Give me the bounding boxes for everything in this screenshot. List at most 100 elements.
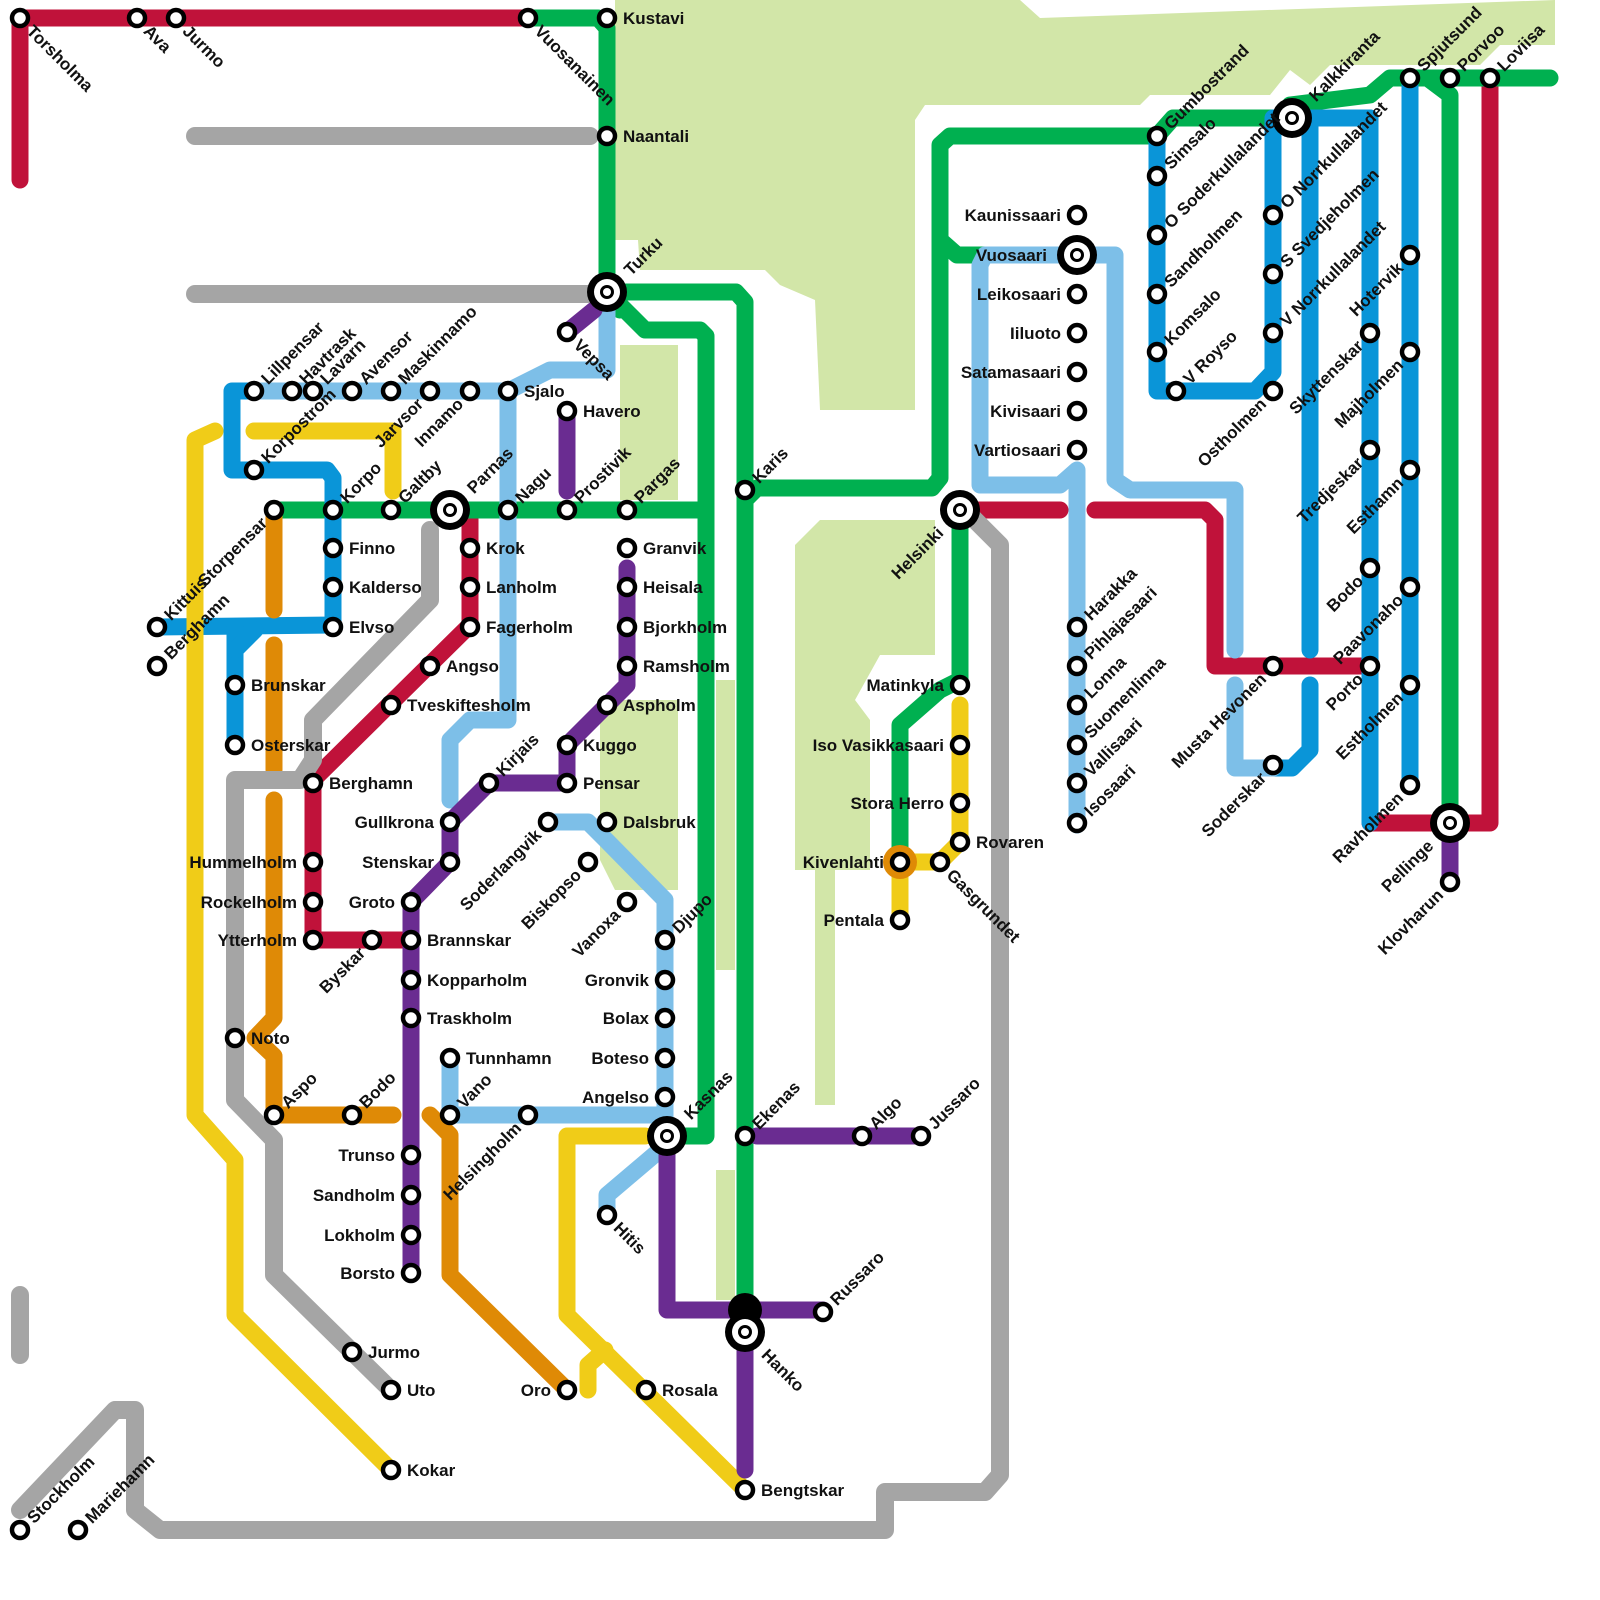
station-stop[interactable] — [952, 795, 968, 811]
station-stop[interactable] — [344, 1344, 360, 1360]
station-stop[interactable] — [442, 1050, 458, 1066]
station-stop[interactable] — [657, 932, 673, 948]
station-stop[interactable] — [1265, 383, 1281, 399]
station-stop[interactable] — [619, 579, 635, 595]
station-stop[interactable] — [1402, 70, 1418, 86]
station-stop[interactable] — [462, 579, 478, 595]
station-stop[interactable] — [657, 972, 673, 988]
station-stop[interactable] — [227, 1030, 243, 1046]
station-stop[interactable] — [1402, 462, 1418, 478]
station-stop[interactable] — [1149, 128, 1165, 144]
station-stop[interactable] — [500, 502, 516, 518]
station-stop[interactable] — [1149, 227, 1165, 243]
station-stop[interactable] — [227, 677, 243, 693]
station-stop[interactable] — [227, 737, 243, 753]
station-stop[interactable] — [1069, 364, 1085, 380]
station-stop[interactable] — [325, 579, 341, 595]
station-stop[interactable] — [559, 502, 575, 518]
station-stop[interactable] — [500, 383, 516, 399]
station-stop[interactable] — [520, 1107, 536, 1123]
station-stop[interactable] — [1069, 325, 1085, 341]
station-stop[interactable] — [149, 658, 165, 674]
station-stop[interactable] — [422, 658, 438, 674]
station-stop[interactable] — [1265, 757, 1281, 773]
station-stop[interactable] — [1069, 286, 1085, 302]
station-stop[interactable] — [383, 383, 399, 399]
station-stop[interactable] — [403, 1187, 419, 1203]
station-stop[interactable] — [305, 894, 321, 910]
station-stop[interactable] — [284, 383, 300, 399]
station-stop[interactable] — [952, 677, 968, 693]
station-stop[interactable] — [559, 737, 575, 753]
station-stop[interactable] — [1402, 579, 1418, 595]
station-stop[interactable] — [599, 1207, 615, 1223]
station-stop[interactable] — [1069, 619, 1085, 635]
station-stop[interactable] — [442, 1107, 458, 1123]
station-stop[interactable] — [892, 912, 908, 928]
station-stop[interactable] — [559, 403, 575, 419]
station-stop[interactable] — [599, 10, 615, 26]
station-stop[interactable] — [383, 1462, 399, 1478]
station-stop[interactable] — [403, 972, 419, 988]
station-stop[interactable] — [305, 854, 321, 870]
station-stop[interactable] — [246, 383, 262, 399]
station-stop[interactable] — [1069, 403, 1085, 419]
station-stop[interactable] — [619, 502, 635, 518]
station-stop[interactable] — [638, 1382, 654, 1398]
station-stop[interactable] — [344, 1107, 360, 1123]
station-stop[interactable] — [1362, 560, 1378, 576]
station-stop[interactable] — [1442, 70, 1458, 86]
station-stop[interactable] — [1168, 383, 1184, 399]
station-stop[interactable] — [246, 462, 262, 478]
station-stop[interactable] — [1402, 344, 1418, 360]
station-stop[interactable] — [12, 1522, 28, 1538]
station-stop[interactable] — [403, 1147, 419, 1163]
station-stop[interactable] — [1265, 658, 1281, 674]
station-stop[interactable] — [619, 658, 635, 674]
station-stop[interactable] — [129, 10, 145, 26]
station-stop[interactable] — [1265, 266, 1281, 282]
station-stop[interactable] — [1482, 70, 1498, 86]
station-stop[interactable] — [1069, 207, 1085, 223]
station-stop[interactable] — [1402, 677, 1418, 693]
station-stop[interactable] — [737, 1482, 753, 1498]
station-stop[interactable] — [1362, 442, 1378, 458]
station-stop[interactable] — [1265, 325, 1281, 341]
station-stop[interactable] — [599, 814, 615, 830]
station-stop[interactable] — [70, 1522, 86, 1538]
station-stop[interactable] — [422, 383, 438, 399]
station-stop[interactable] — [1442, 874, 1458, 890]
station-stop[interactable] — [1149, 168, 1165, 184]
station-stop[interactable] — [1149, 344, 1165, 360]
station-stop[interactable] — [305, 932, 321, 948]
station-stop[interactable] — [149, 619, 165, 635]
station-stop[interactable] — [383, 697, 399, 713]
station-stop[interactable] — [737, 1128, 753, 1144]
station-stop[interactable] — [559, 775, 575, 791]
station-stop[interactable] — [403, 1227, 419, 1243]
station-stop[interactable] — [657, 1050, 673, 1066]
station-stop[interactable] — [403, 1265, 419, 1281]
station-stop[interactable] — [657, 1089, 673, 1105]
station-stop[interactable] — [520, 10, 536, 26]
station-stop[interactable] — [619, 894, 635, 910]
station-stop[interactable] — [325, 619, 341, 635]
station-stop[interactable] — [266, 1107, 282, 1123]
station-stop[interactable] — [462, 619, 478, 635]
station-stop[interactable] — [1149, 286, 1165, 302]
station-stop[interactable] — [1069, 697, 1085, 713]
station-stop[interactable] — [383, 1382, 399, 1398]
station-stop[interactable] — [913, 1128, 929, 1144]
station-stop[interactable] — [462, 383, 478, 399]
station-stop[interactable] — [1265, 207, 1281, 223]
station-stop[interactable] — [1362, 325, 1378, 341]
station-stop[interactable] — [854, 1128, 870, 1144]
station-stop[interactable] — [168, 10, 184, 26]
station-stop[interactable] — [442, 814, 458, 830]
station-stop[interactable] — [305, 775, 321, 791]
station-stop[interactable] — [1069, 775, 1085, 791]
station-stop[interactable] — [1069, 658, 1085, 674]
station-stop[interactable] — [1402, 777, 1418, 793]
station-stop[interactable] — [481, 775, 497, 791]
station-stop[interactable] — [383, 502, 399, 518]
